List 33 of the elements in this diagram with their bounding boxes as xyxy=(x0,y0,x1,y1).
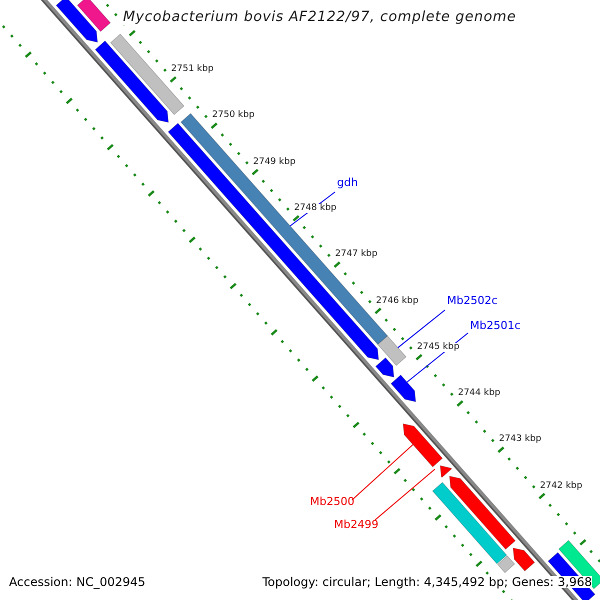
gene-feature xyxy=(449,476,516,550)
gene-bar xyxy=(377,335,407,366)
tick-label: 2743 kbp xyxy=(498,435,542,444)
tick-label: 2744 kbp xyxy=(458,389,500,398)
gene-feature xyxy=(512,548,536,572)
gene-label: gdh xyxy=(337,177,358,188)
gene-feature xyxy=(56,0,98,43)
gene-bar xyxy=(497,555,516,574)
genome-stats-text: Topology: circular; Length: 4,345,492 bp; Genes: 3,968 xyxy=(262,576,592,588)
tick-label: 2746 kbp xyxy=(376,296,418,306)
gene-feature xyxy=(94,40,169,123)
accession-text: Accession: NC_002945 xyxy=(9,576,146,588)
leader-line xyxy=(374,468,436,520)
leader-line xyxy=(352,444,414,500)
tick-label: 2750 kbp xyxy=(212,111,255,120)
tick-label: 2747 kbp xyxy=(335,250,378,260)
gene-feature xyxy=(402,423,443,468)
gene-label: Mb2499 xyxy=(334,519,378,530)
gene-feature xyxy=(390,374,416,402)
gene-bar xyxy=(76,0,111,32)
gene-label: Mb2500 xyxy=(310,496,354,507)
leader-line xyxy=(397,310,446,348)
gene-feature xyxy=(440,465,452,478)
gene-label: Mb2501c xyxy=(470,320,521,331)
gene-feature xyxy=(375,357,394,378)
tick-label: 2751 kbp xyxy=(171,65,214,74)
gene-bar xyxy=(558,540,600,590)
gene-bar xyxy=(432,482,508,564)
tick-label: 2748 kbp xyxy=(294,204,336,213)
tick-label: 2749 kbp xyxy=(253,158,296,167)
tick-label: 2745 kbp xyxy=(417,342,460,352)
gene-label: Mb2502c xyxy=(447,295,498,306)
tick-label: 2742 kbp xyxy=(540,482,582,491)
